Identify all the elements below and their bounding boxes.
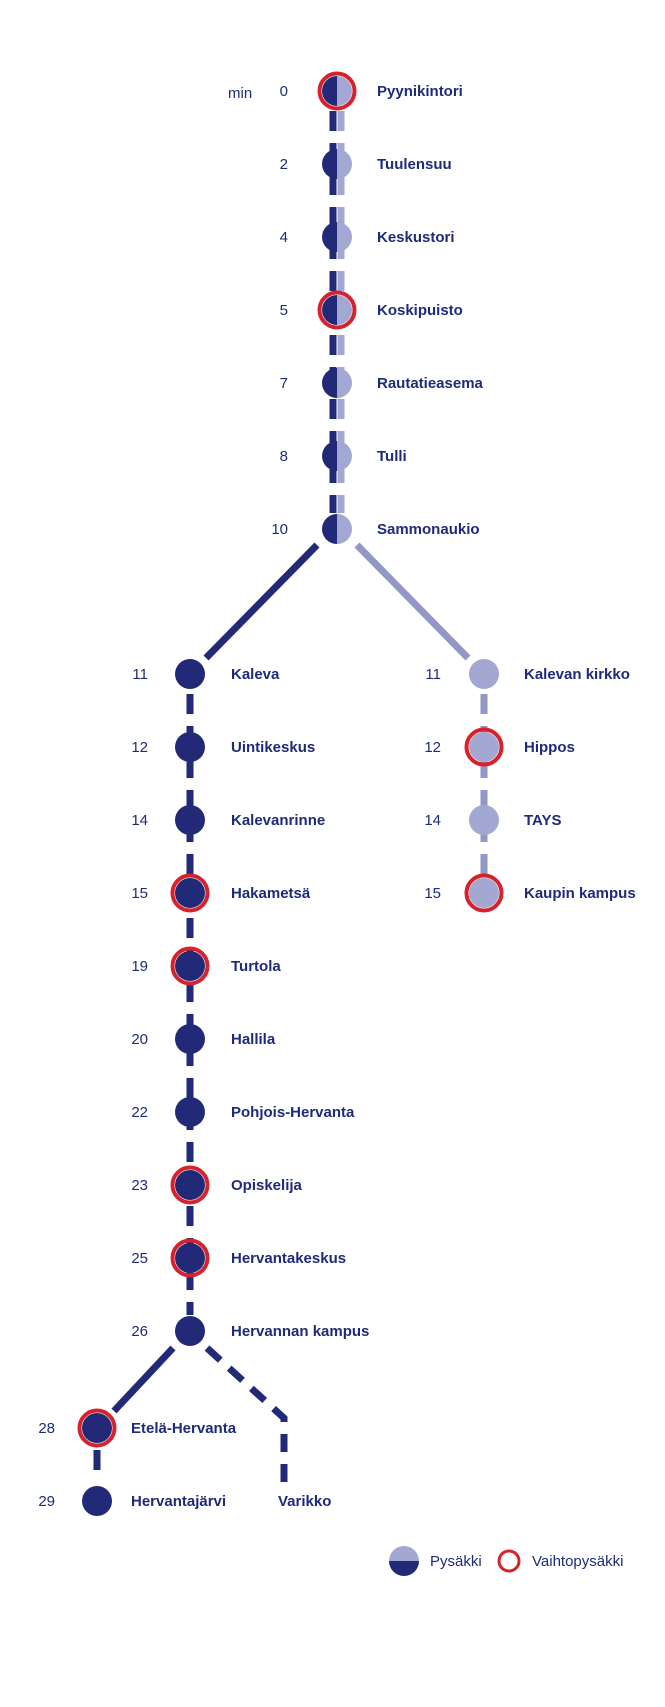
light-branch-stop-name: TAYS [524, 812, 562, 829]
fork-line-dark [203, 542, 320, 661]
light-branch-stop-marker [464, 873, 504, 913]
dark-branch-stop-time: 12 [131, 739, 148, 756]
legend-transfer-icon [497, 1549, 521, 1573]
trunk-stop-marker [322, 514, 352, 544]
legend: Pysäkki Vaihtopysäkki [389, 1546, 623, 1576]
dark-branch-stop-time: 19 [131, 958, 148, 975]
light-branch-stop-marker [469, 805, 499, 835]
dark-branch-stop-time: 15 [131, 885, 148, 902]
dark-branch-stop-name: Hallila [231, 1031, 276, 1048]
dark-branch-stop-time: 25 [131, 1250, 148, 1267]
trunk-stop-time: 8 [280, 448, 288, 465]
dark-branch-stop-name: Opiskelija [231, 1177, 303, 1194]
light-branch-stop-marker [464, 727, 504, 767]
trunk-stop-name: Rautatieasema [377, 375, 484, 392]
trunk-stop-name: Tuulensuu [377, 156, 452, 173]
trunk-stop-marker [322, 222, 352, 252]
dark-branch-stop-time: 11 [132, 666, 148, 683]
trunk-stop-time: 2 [280, 156, 288, 173]
depot-name: Varikko [278, 1493, 331, 1510]
dark-branch-stop-marker [175, 659, 205, 689]
legend-transfer-label: Vaihtopysäkki [532, 1553, 623, 1570]
light-branch-stop-time: 15 [424, 885, 441, 902]
dark-branch-stop-name: Pohjois-Hervanta [231, 1104, 355, 1121]
sub-branch-stop-marker [82, 1486, 112, 1516]
sub-branch-stop-name: Hervantajärvi [131, 1493, 226, 1510]
dark-branch-stop-name: Uintikeskus [231, 739, 315, 756]
minutes-unit-label: min [228, 85, 252, 102]
trunk-stop-time: 4 [280, 229, 288, 246]
trunk-stop-name: Keskustori [377, 229, 455, 246]
light-branch-stop-time: 12 [424, 739, 441, 756]
dark-branch-stop-name: Turtola [231, 958, 281, 975]
dark-branch-stop-marker [170, 1238, 210, 1278]
dark-branch-stop-marker [175, 1024, 205, 1054]
sub-branch-stop-time: 29 [38, 1493, 55, 1510]
dark-branch-stop-marker [175, 732, 205, 762]
dark-branch-stop-name: Hervannan kampus [231, 1323, 369, 1340]
sub-branch-stop-time: 28 [38, 1420, 55, 1437]
dark-branch-stop-marker [170, 946, 210, 986]
trunk-stop-time: 10 [271, 521, 288, 538]
light-branch-stop-marker [469, 659, 499, 689]
legend-stop-icon [389, 1546, 419, 1576]
sub-branch-stop-marker [77, 1408, 117, 1448]
legend-stop-label: Pysäkki [430, 1553, 482, 1570]
light-branch-stop-time: 14 [424, 812, 441, 829]
dark-branch-stop-marker [175, 805, 205, 835]
trunk-stop-name: Pyynikintori [377, 83, 463, 100]
light-branch-stop-name: Hippos [524, 739, 575, 756]
trunk-stop-marker [317, 290, 357, 330]
dark-branch-stop-marker [170, 1165, 210, 1205]
trunk-stop-name: Koskipuisto [377, 302, 463, 319]
dark-branch-stop-time: 26 [131, 1323, 148, 1340]
trunk-stop-name: Tulli [377, 448, 407, 465]
dark-branch-stop-name: Kaleva [231, 666, 280, 683]
dark-branch-stop-time: 20 [131, 1031, 148, 1048]
light-branch-stop-time: 11 [425, 666, 441, 683]
dark-branch-stop-name: Hakametsä [231, 885, 311, 902]
dark-branch-stop-time: 14 [131, 812, 148, 829]
light-branch-stop-name: Kaupin kampus [524, 885, 636, 902]
trunk-stop-time: 0 [280, 83, 288, 100]
trunk-stop-marker [317, 71, 357, 111]
dark-branch-stop-marker [175, 1097, 205, 1127]
light-branch-stop-name: Kalevan kirkko [524, 666, 630, 683]
sub-branch-stop-name: Etelä-Hervanta [131, 1420, 237, 1437]
sub-branch-fork-line [111, 1345, 176, 1414]
dark-branch-stop-name: Hervantakeskus [231, 1250, 346, 1267]
trunk-stop-time: 5 [280, 302, 288, 319]
trunk-stop-time: 7 [280, 375, 288, 392]
depot-spur-line [204, 1345, 288, 1485]
trunk-stop-marker [322, 368, 352, 398]
dark-branch-stop-marker [170, 873, 210, 913]
trunk-stop-name: Sammonaukio [377, 521, 480, 538]
dark-branch-stop-time: 23 [131, 1177, 148, 1194]
trunk-stop-marker [322, 441, 352, 471]
route-stops [77, 71, 504, 1516]
dark-branch-stop-name: Kalevanrinne [231, 812, 325, 829]
dark-branch-stop-time: 22 [131, 1104, 148, 1121]
trunk-stop-marker [322, 149, 352, 179]
fork-line-light [354, 542, 471, 661]
dark-branch-stop-marker [175, 1316, 205, 1346]
